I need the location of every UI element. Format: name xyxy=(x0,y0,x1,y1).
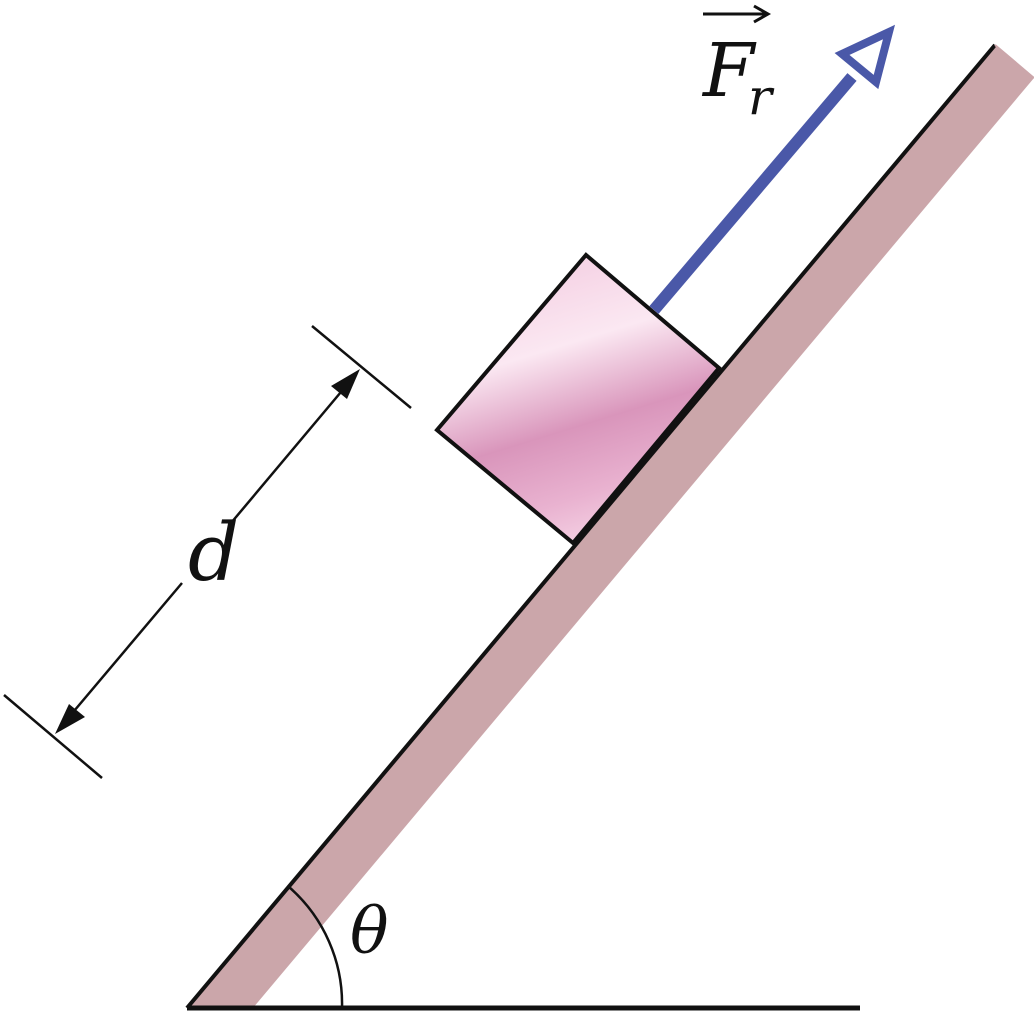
distance-label: d xyxy=(188,506,239,599)
distance-arrowhead-lower-icon xyxy=(55,704,85,734)
distance-line-upper xyxy=(230,385,347,524)
force-label-symbol: F xyxy=(701,28,757,114)
distance-arrowhead-upper-icon xyxy=(331,369,360,399)
block xyxy=(434,252,722,546)
force-arrow xyxy=(649,24,896,314)
distance-dimension: d xyxy=(3,325,412,779)
angle-label: θ xyxy=(350,895,389,969)
distance-tick-upper xyxy=(311,325,412,409)
force-label: F r xyxy=(701,4,775,126)
force-arrowhead-icon xyxy=(834,24,896,90)
vector-accent-icon xyxy=(703,4,772,24)
incline-end-cap xyxy=(994,44,1034,79)
force-arrow-shaft xyxy=(649,73,857,314)
incline-plane xyxy=(187,45,1034,1008)
incline-top-edge xyxy=(185,43,997,1010)
angle-arc xyxy=(288,886,344,1009)
force-label-subscript: r xyxy=(748,68,775,126)
distance-tick-lower xyxy=(3,694,103,779)
distance-line-lower xyxy=(68,582,183,718)
